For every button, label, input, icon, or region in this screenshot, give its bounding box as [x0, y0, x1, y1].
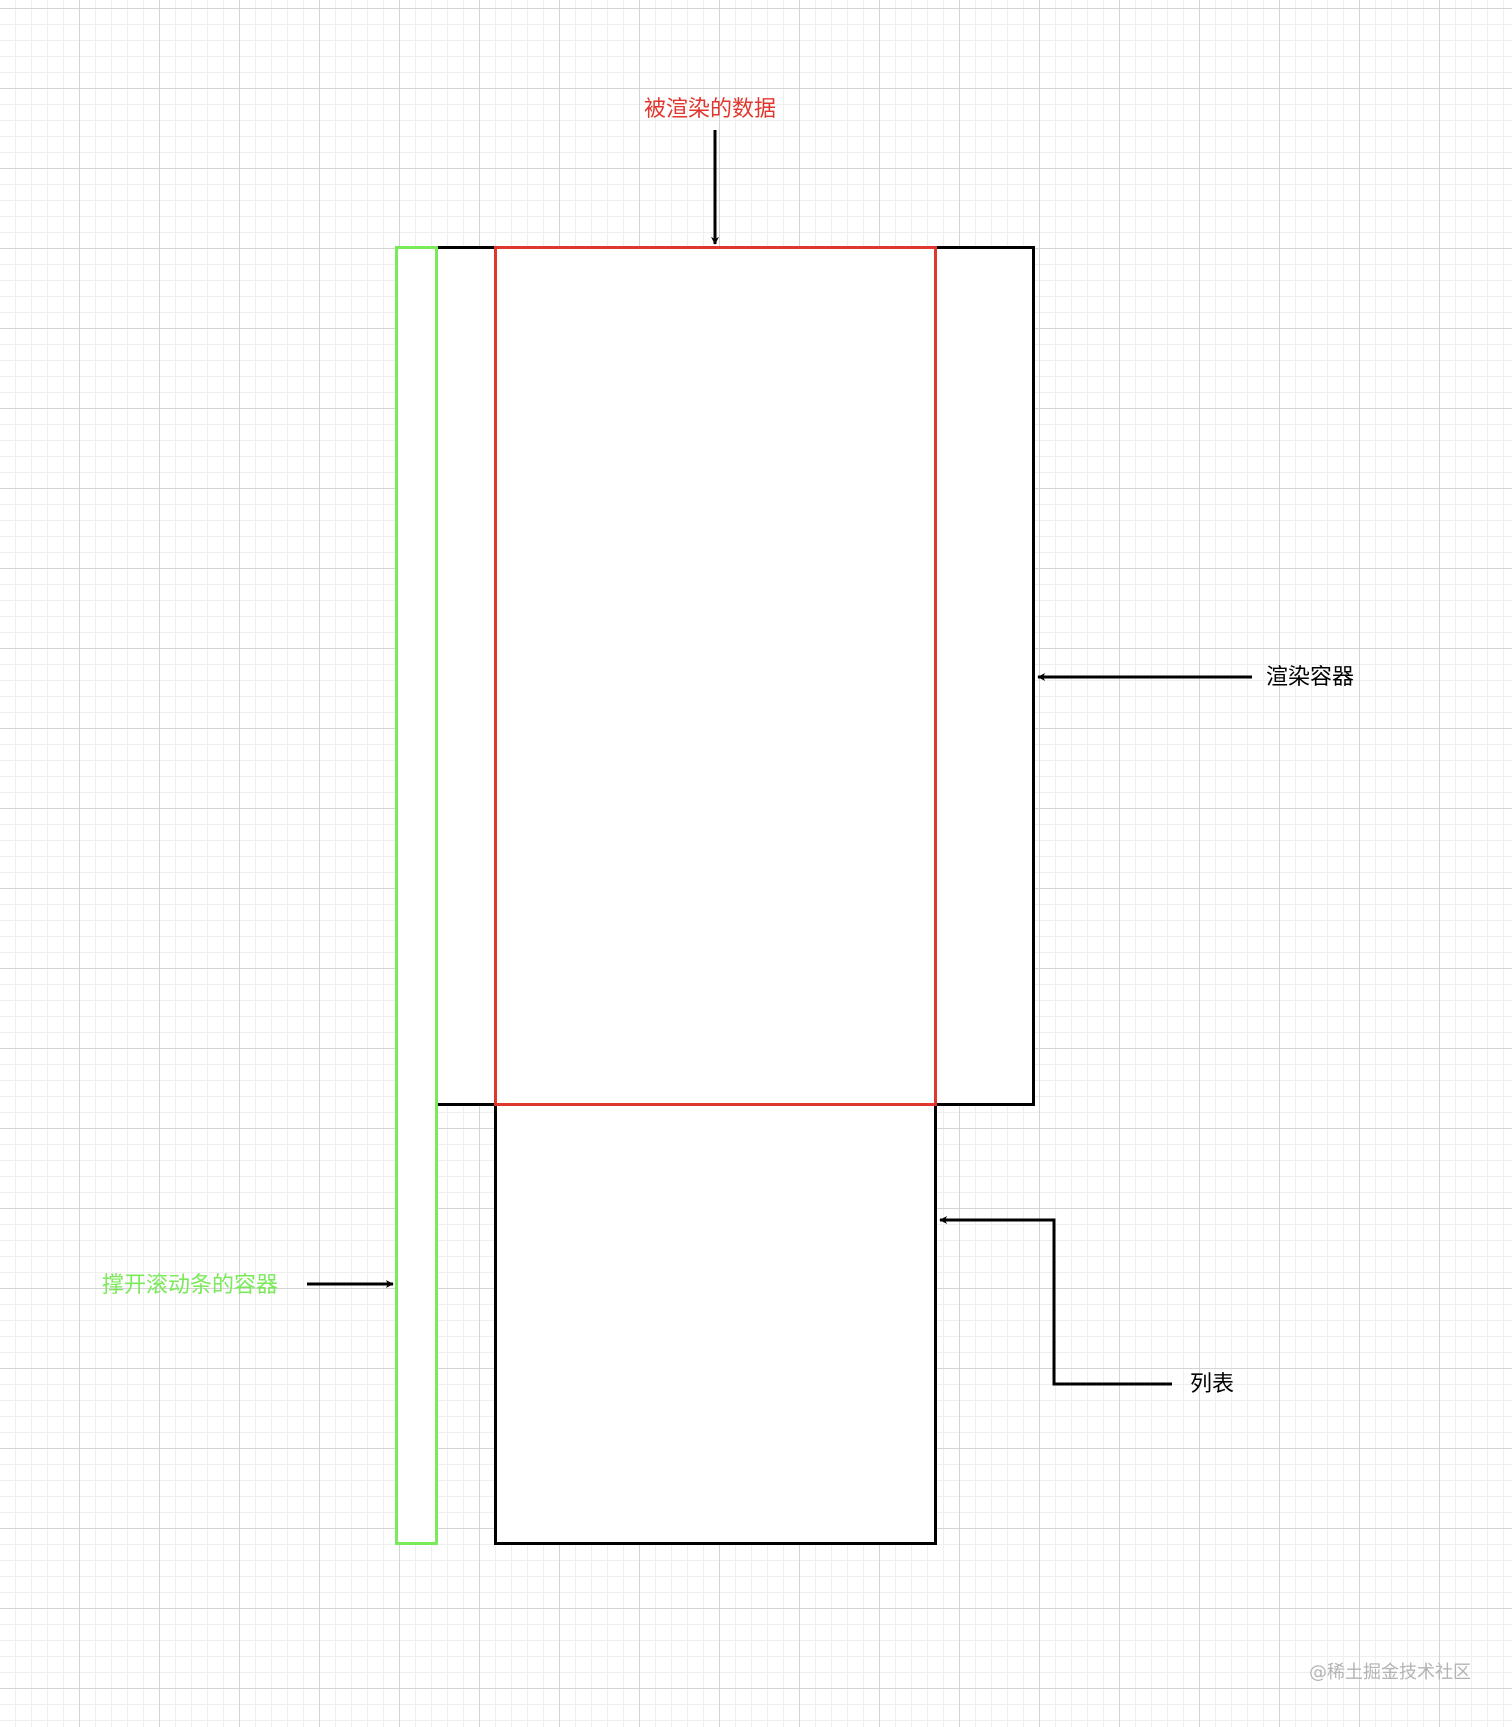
list-label: 列表	[1190, 1372, 1235, 1397]
render-container-label: 渲染容器	[1266, 665, 1355, 690]
list-box	[494, 1102, 937, 1545]
list-arrow	[939, 1216, 1172, 1386]
scroll-spacer-box	[395, 246, 438, 1545]
scroll-spacer-label: 撑开滚动条的容器	[102, 1273, 279, 1298]
rendered-data-box	[494, 246, 937, 1106]
watermark: @稀土掘金技术社区	[1309, 1662, 1471, 1683]
rendered-data-label: 被渲染的数据	[644, 97, 777, 122]
